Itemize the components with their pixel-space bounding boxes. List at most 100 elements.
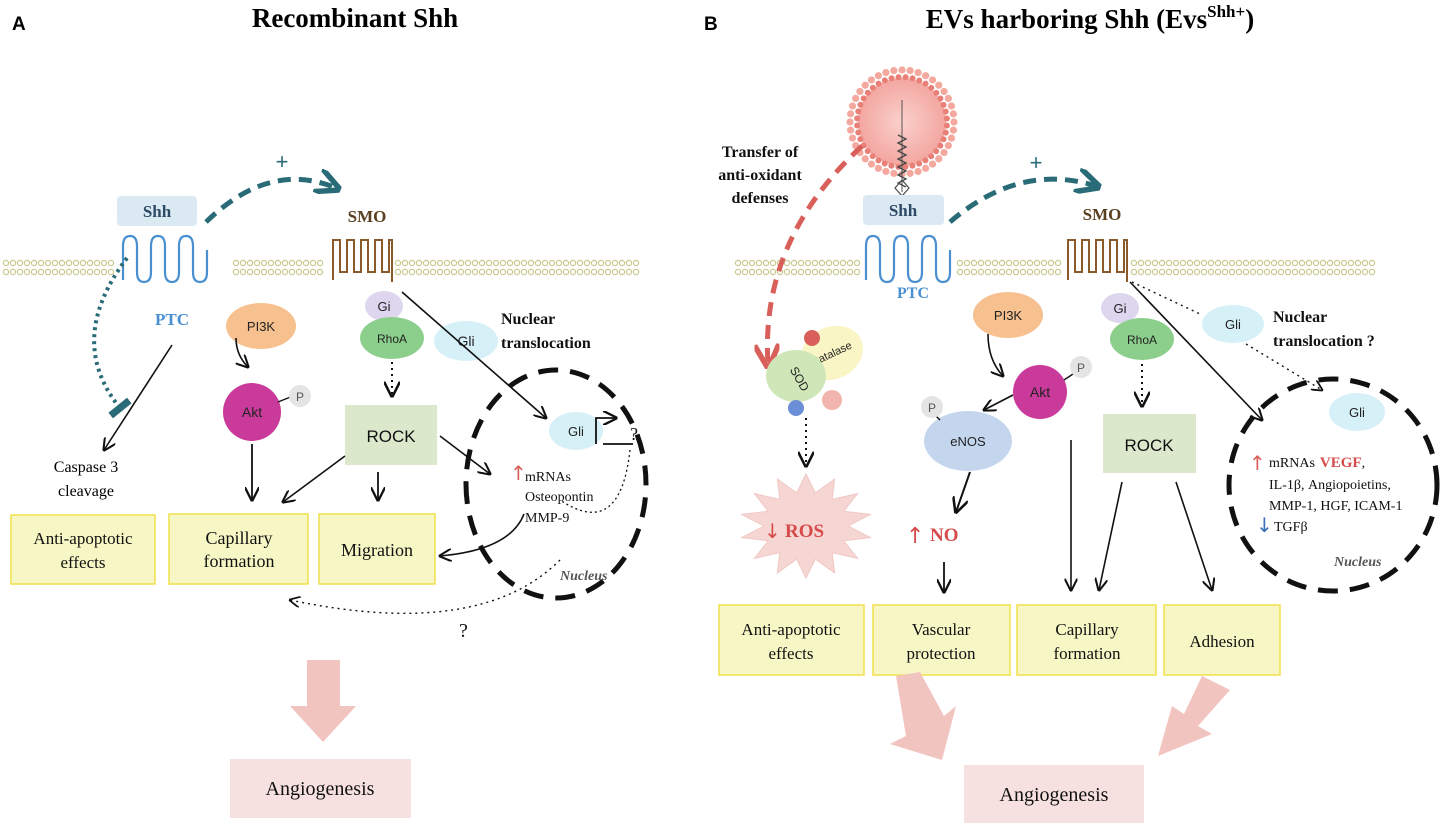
membrane-bead xyxy=(464,259,472,267)
vesicle-bead xyxy=(882,167,890,176)
membrane-bead xyxy=(741,259,749,267)
membrane-bead xyxy=(499,268,507,276)
vesicle-bead xyxy=(847,126,855,134)
nucleus-exit-dotted-a xyxy=(559,449,631,513)
membrane-bead xyxy=(1214,259,1222,267)
membrane-bead xyxy=(1242,259,1250,267)
membrane-bead xyxy=(443,259,451,267)
vesicle-bead xyxy=(935,155,943,163)
pi3k-node-a xyxy=(226,303,296,349)
membrane-bead xyxy=(267,268,275,276)
membrane-bead xyxy=(748,259,756,267)
akt-node-b xyxy=(1013,365,1067,419)
membrane-bead xyxy=(541,268,549,276)
vesicle-bead xyxy=(846,118,854,126)
membrane-bead xyxy=(394,268,402,276)
vesicle-bead xyxy=(881,77,888,84)
membrane-bead xyxy=(1333,259,1341,267)
phospho-label-enos: P xyxy=(928,401,936,415)
membrane-bead xyxy=(295,259,303,267)
vesicle-bead xyxy=(916,160,923,167)
shh-label-b: Shh xyxy=(889,201,918,220)
membrane-bead xyxy=(401,268,409,276)
membrane-bead xyxy=(1200,259,1208,267)
membrane-bead xyxy=(1340,268,1348,276)
anti-apoptotic-box-a xyxy=(10,514,156,585)
rock-to-capillary-arrow-b xyxy=(1099,481,1123,590)
membrane-bead xyxy=(107,259,115,267)
membrane-bead xyxy=(825,259,833,267)
vesicle-bead xyxy=(944,94,952,102)
membrane-bead xyxy=(309,259,317,267)
membrane-bead xyxy=(1158,268,1166,276)
vesicle-bead xyxy=(869,84,876,91)
pi3k-node-b xyxy=(973,292,1043,338)
vesicle-bead xyxy=(949,126,957,134)
membrane-bead xyxy=(16,268,24,276)
membrane-bead xyxy=(1186,268,1194,276)
membrane-bead xyxy=(991,268,999,276)
membrane-bead xyxy=(520,268,528,276)
membrane-bead xyxy=(562,268,570,276)
vesicle-bead xyxy=(861,155,869,163)
membrane-bead xyxy=(274,268,282,276)
membrane-bead xyxy=(734,268,742,276)
vesicle-bead xyxy=(947,134,956,142)
membrane-bead xyxy=(239,259,247,267)
vesicle-bead xyxy=(944,142,952,150)
anti-apoptotic-line1-a: Anti-apoptotic xyxy=(33,529,133,548)
membrane-bead xyxy=(1235,268,1243,276)
vesicle-bead xyxy=(854,122,861,129)
membrane-bead xyxy=(769,259,777,267)
vesicle-bead xyxy=(855,108,862,115)
up-arrow-mrnas-b: ↑ xyxy=(1249,451,1266,475)
membrane-bead xyxy=(450,268,458,276)
vesicle-bead xyxy=(928,84,935,91)
membrane-bead xyxy=(583,259,591,267)
membrane-bead xyxy=(839,259,847,267)
vesicle-bead xyxy=(857,136,864,143)
membrane-bead xyxy=(401,259,409,267)
membrane-bead xyxy=(569,268,577,276)
pi3k-label-a: PI3K xyxy=(247,319,276,334)
membrane-bead xyxy=(1270,268,1278,276)
membrane-bead xyxy=(1333,268,1341,276)
membrane-bead xyxy=(853,259,861,267)
membrane-bead xyxy=(1347,259,1355,267)
vesicle-bead xyxy=(909,162,916,169)
membrane-bead xyxy=(1347,268,1355,276)
shh-to-smo-arrow-b xyxy=(948,179,1096,224)
vesicle-bead xyxy=(902,74,909,81)
membrane-bead xyxy=(846,268,854,276)
membrane-bead xyxy=(1130,268,1138,276)
smo-receptor-a xyxy=(332,239,393,282)
membrane-bead xyxy=(79,259,87,267)
membrane-bead xyxy=(811,259,819,267)
membrane-bead xyxy=(1242,268,1250,276)
membrane-bead xyxy=(1235,259,1243,267)
vesicle-bead xyxy=(890,67,898,75)
pi3k-to-akt-arrow-a xyxy=(235,337,248,367)
vegf-comma: , xyxy=(1362,456,1366,471)
vesicle-bead xyxy=(906,169,914,177)
membrane-bead xyxy=(832,268,840,276)
membrane-bead xyxy=(492,268,500,276)
membrane-bead xyxy=(51,259,59,267)
membrane-bead xyxy=(1047,259,1055,267)
membrane-bead xyxy=(818,268,826,276)
vesicle-bead xyxy=(940,101,947,108)
promoter-question-a: ? xyxy=(630,424,638,444)
vesicle-bead xyxy=(933,89,940,96)
membrane-bead xyxy=(415,259,423,267)
membrane-bead xyxy=(51,268,59,276)
vesicle-bead xyxy=(914,167,922,176)
shh-label-box-a xyxy=(117,196,197,226)
vesicle-bead xyxy=(902,163,909,170)
vesicle-bead xyxy=(933,148,940,155)
gli-to-nucleus-dotted-b xyxy=(1245,343,1322,390)
membrane-bead xyxy=(260,259,268,267)
membrane-bead xyxy=(1019,268,1027,276)
vesicle-bead xyxy=(856,87,864,96)
membrane-bead xyxy=(72,268,80,276)
no-up-arrow: ↑ xyxy=(906,524,924,549)
